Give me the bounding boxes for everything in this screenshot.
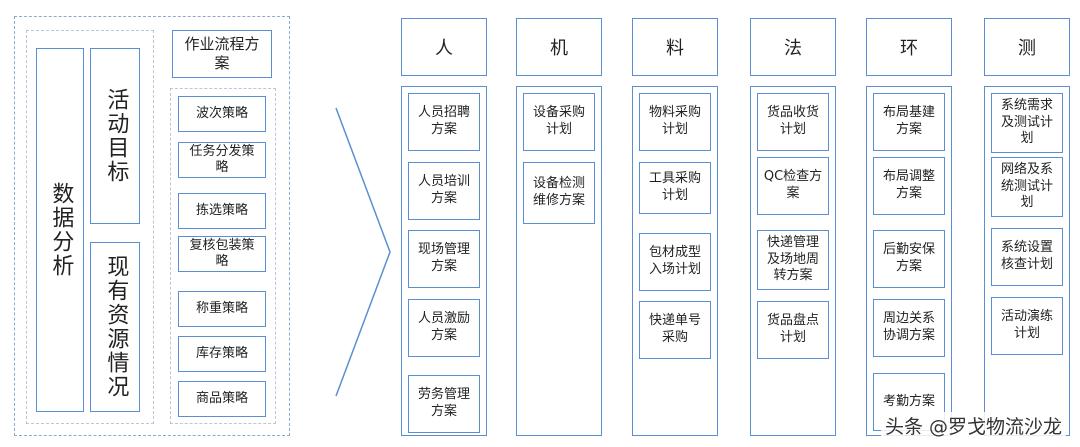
strategy-item: 称重策略 bbox=[178, 291, 266, 327]
plan-item: 网络及系统测试计划 bbox=[991, 157, 1063, 217]
plan-item: 周边关系协调方案 bbox=[873, 299, 945, 357]
plan-item: 系统设置核查计划 bbox=[991, 228, 1063, 286]
strategy-item: 库存策略 bbox=[178, 336, 266, 372]
plan-item: 货品盘点计划 bbox=[757, 301, 829, 359]
plan-item: 人员培训方案 bbox=[408, 162, 480, 220]
strategy-item: 任务分发策略 bbox=[178, 142, 266, 178]
plan-item: 物料采购计划 bbox=[639, 93, 711, 151]
plan-item: 系统需求及测试计划 bbox=[991, 93, 1063, 153]
plan-item: 包材成型入场计划 bbox=[639, 233, 711, 291]
plan-item: 活动演练计划 bbox=[991, 297, 1063, 355]
strategy-item: 商品策略 bbox=[178, 381, 266, 417]
column-head: 人 bbox=[401, 18, 487, 76]
plan-item: 布局调整方案 bbox=[873, 157, 945, 215]
column-head: 法 bbox=[750, 18, 836, 76]
watermark: 头条 @罗戈物流沙龙 bbox=[880, 412, 1066, 439]
right-arrow-icon bbox=[335, 107, 391, 397]
strategy-item: 复核包装策略 bbox=[178, 236, 266, 272]
workflow-plan-title: 作业流程方案 bbox=[172, 30, 272, 78]
plan-item: 设备检测维修方案 bbox=[523, 162, 595, 224]
plan-item: 货品收货计划 bbox=[757, 93, 829, 151]
plan-item: 工具采购计划 bbox=[639, 162, 711, 214]
plan-item: 布局基建方案 bbox=[873, 93, 945, 151]
activity-goal-box: 活动目标 bbox=[90, 48, 140, 224]
plan-item: 劳务管理方案 bbox=[408, 375, 480, 433]
column-head: 机 bbox=[516, 18, 602, 76]
plan-item: 人员激励方案 bbox=[408, 299, 480, 357]
plan-item: 现场管理方案 bbox=[408, 230, 480, 288]
plan-item: 快递管理及场地周转方案 bbox=[757, 230, 829, 290]
column-head: 测 bbox=[984, 18, 1070, 76]
plan-item: 人员招聘方案 bbox=[408, 93, 480, 151]
left-inner-frame bbox=[26, 30, 154, 424]
plan-item: QC检查方案 bbox=[757, 157, 829, 215]
left-outer-frame bbox=[14, 16, 290, 436]
strategy-item: 波次策略 bbox=[178, 96, 266, 132]
column-head: 环 bbox=[866, 18, 952, 76]
plan-item: 设备采购计划 bbox=[523, 93, 595, 151]
strategy-item: 拣选策略 bbox=[178, 193, 266, 229]
data-analysis-box: 数据分析 bbox=[36, 48, 84, 412]
plan-item: 后勤安保方案 bbox=[873, 230, 945, 288]
strategy-list-frame bbox=[170, 88, 276, 424]
column-head: 料 bbox=[632, 18, 718, 76]
plan-item: 快递单号采购 bbox=[639, 301, 711, 359]
resources-box: 现有资源情况 bbox=[90, 242, 140, 412]
